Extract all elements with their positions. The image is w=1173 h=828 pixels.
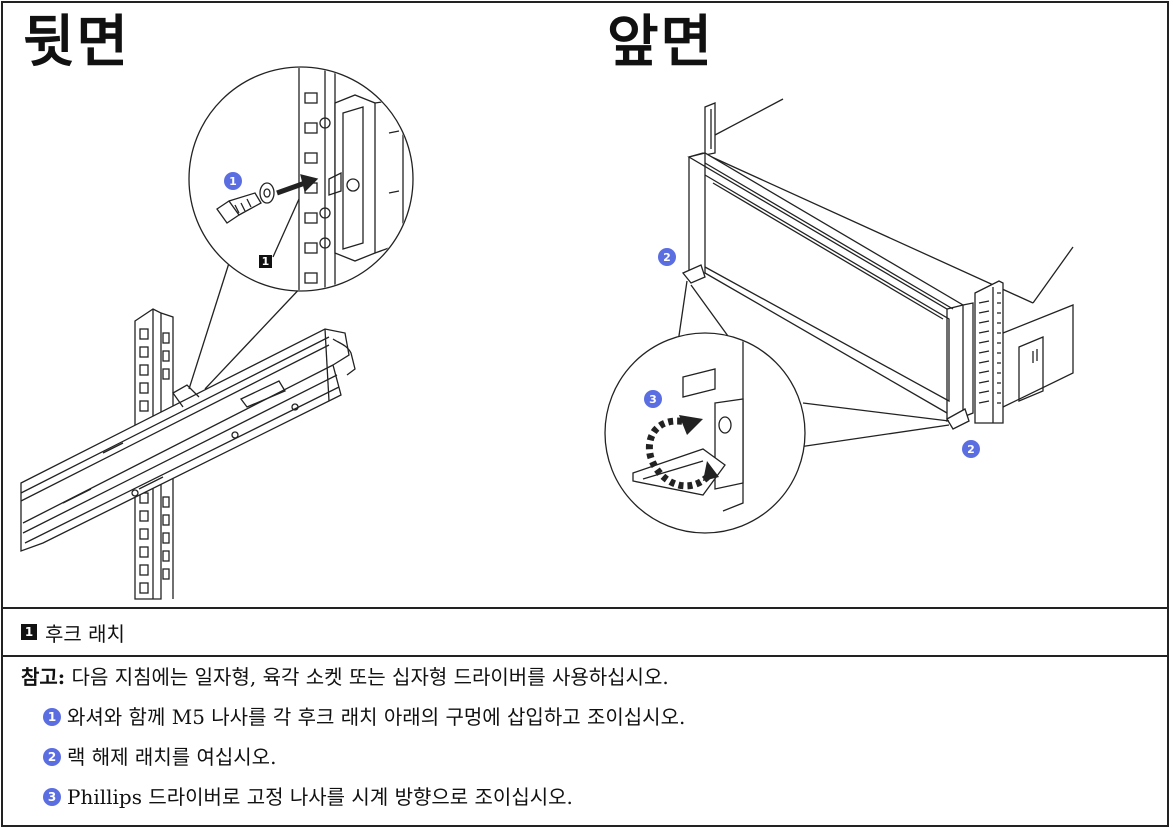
zoom-line-a (188, 262, 230, 390)
rack-post-right (974, 280, 1004, 424)
rotate-clockwise-arrow (645, 417, 714, 490)
front-illustration: 2 2 3 (604, 98, 1074, 534)
notes-section: 참고: 다음 지침에는 일자형, 육각 소켓 또는 십자형 드라이버를 사용하십… (3, 657, 1167, 817)
svg-text:3: 3 (649, 393, 657, 406)
rack-post-holes (139, 328, 170, 594)
step-2-number: 2 (43, 748, 61, 766)
rack-post-top (704, 102, 716, 156)
rear-zoom-detail (188, 66, 414, 292)
svg-text:1: 1 (262, 255, 270, 268)
svg-text:2: 2 (663, 251, 671, 264)
callout-2-top: 2 (658, 248, 676, 266)
slide-rail (20, 328, 356, 552)
note-label: 참고: (21, 665, 66, 689)
svg-text:2: 2 (967, 443, 975, 456)
step-3-number: 3 (43, 788, 61, 806)
step-3: 3 Phillips 드라이버로 고정 나사를 시계 방향으로 조이십시오. (21, 777, 1167, 817)
note-text: 다음 지침에는 일자형, 육각 소켓 또는 십자형 드라이버를 사용하십시오. (65, 665, 669, 689)
rail-front (1002, 304, 1074, 408)
release-latch-right (946, 408, 970, 430)
callout-3: 3 (644, 390, 662, 408)
zoom-line-b (204, 282, 306, 390)
chassis-top-edge (714, 98, 784, 136)
step-1-number: 1 (43, 708, 61, 726)
heading-front: 앞면 (607, 10, 715, 75)
svg-text:1: 1 (229, 175, 237, 188)
callout-2-bottom: 2 (962, 440, 980, 458)
step-1-text: 와셔와 함께 M5 나사를 각 후크 래치 아래의 구멍에 삽입하고 조이십시오… (67, 705, 686, 729)
step-3-text: Phillips 드라이버로 고정 나사를 시계 방향으로 조이십시오. (67, 785, 573, 809)
insert-arrow (276, 180, 306, 196)
hook-latch-key: 1 (259, 255, 272, 268)
note-line: 참고: 다음 지침에는 일자형, 육각 소켓 또는 십자형 드라이버를 사용하십… (21, 657, 1167, 697)
illustration-area: 뒷면 앞면 (3, 3, 1167, 609)
step-2: 2 랙 해제 래치를 여십시오. (21, 737, 1167, 777)
hook-latch-leader (272, 198, 300, 258)
zoom-line-front-b (798, 424, 950, 448)
step-1: 1 와셔와 함께 M5 나사를 각 후크 래치 아래의 구멍에 삽입하고 조이십… (21, 697, 1167, 737)
m5-screw (216, 192, 262, 224)
legend-row: 1 후크 래치 (3, 609, 1167, 657)
installation-illustration: 1 1 (20, 66, 1074, 600)
step-2-text: 랙 해제 래치를 여십시오. (67, 745, 277, 769)
release-latch-left (681, 264, 706, 284)
legend-label: 후크 래치 (45, 621, 125, 646)
legend-key: 1 (21, 624, 37, 640)
heading-rear: 뒷면 (23, 10, 131, 75)
washer (259, 182, 275, 204)
rear-illustration: 1 1 (20, 66, 414, 600)
front-zoom-detail (604, 332, 806, 534)
callout-1-rear: 1 (224, 172, 242, 190)
